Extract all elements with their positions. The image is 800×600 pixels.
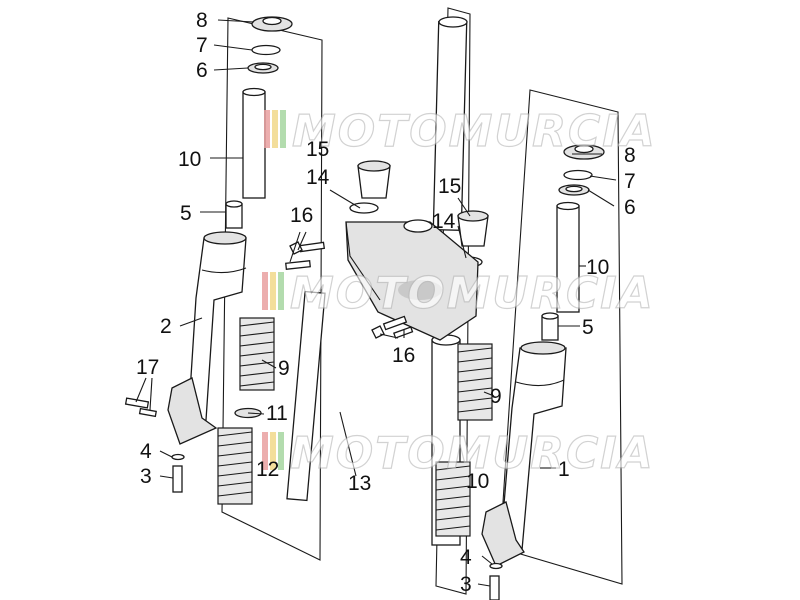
callout-label: 12 (256, 458, 279, 481)
fork-foot-part-right (481, 501, 525, 567)
bolt-part (124, 397, 150, 409)
callout-label: 16 (290, 204, 313, 227)
callout-label: 4 (460, 546, 472, 569)
fork-spring-part (239, 317, 275, 391)
fork-slider-part (187, 237, 247, 425)
right-assembly-outline (499, 89, 623, 585)
drain-screw-part (172, 465, 183, 493)
callout-label: 3 (140, 465, 152, 488)
callout-label: 4 (140, 440, 152, 463)
callout-label: 13 (348, 472, 371, 495)
callout-label: 7 (196, 34, 208, 57)
clamp-bolt-part (298, 241, 326, 253)
o-ring-part-right (563, 169, 593, 181)
callout-label: 8 (624, 144, 636, 167)
watermark-top: MOTOMURCIA (264, 105, 657, 158)
callout-label: 9 (490, 385, 502, 408)
callout-label: 1 (558, 458, 570, 481)
callout-label: 10 (466, 470, 489, 493)
center-stanchion (285, 7, 489, 595)
callout-label: 17 (136, 356, 159, 379)
lower-spring-part (217, 427, 253, 505)
callout-label: 6 (624, 196, 636, 219)
seal-washer-part-right (489, 562, 503, 570)
left-fork-leg (124, 16, 323, 561)
fork-slider-part-right (499, 347, 567, 553)
watermark-text: MOTOMURCIA (290, 268, 655, 319)
seal-washer-part (171, 453, 185, 461)
callout-label: 15 (438, 175, 461, 198)
callout-label: 16 (392, 344, 415, 367)
o-ring-part (251, 44, 281, 56)
callout-label: 7 (624, 170, 636, 193)
fork-foot-part (167, 377, 218, 445)
callout-label: 8 (196, 9, 208, 32)
callout-label: 10 (178, 148, 201, 171)
callout-label: 6 (196, 59, 208, 82)
right-fork-leg (435, 89, 623, 600)
watermark-text: MOTOMURCIA (290, 428, 655, 479)
watermark-text: MOTOMURCIA (292, 106, 657, 157)
callout-label: 5 (582, 316, 594, 339)
callout-label: 11 (266, 402, 288, 425)
watermark-bottom: MOTOMURCIA (262, 427, 655, 480)
callout-label: 3 (460, 573, 472, 596)
left-assembly-outline (221, 17, 323, 561)
watermark-middle: MOTOMURCIA (262, 267, 655, 320)
callout-label: 14 (306, 166, 330, 189)
fork-spring-part-right (457, 343, 493, 421)
o-ring-14-part (349, 202, 379, 214)
callout-label: 9 (278, 357, 290, 380)
callout-labels: 8 7 6 10 5 2 17 4 3 9 11 12 13 15 14 16 … (136, 9, 636, 596)
damper-rod-part (286, 290, 326, 502)
callout-label: 2 (160, 315, 172, 338)
callout-label: 10 (586, 256, 609, 279)
callout-label: 15 (306, 138, 329, 161)
callout-label: 5 (180, 202, 192, 225)
drain-screw-part-right (489, 575, 500, 600)
leader-lines (135, 19, 617, 587)
callout-label: 14 (432, 210, 456, 233)
spacer-tube-part (242, 91, 266, 199)
lower-spring-part-right (435, 461, 471, 537)
